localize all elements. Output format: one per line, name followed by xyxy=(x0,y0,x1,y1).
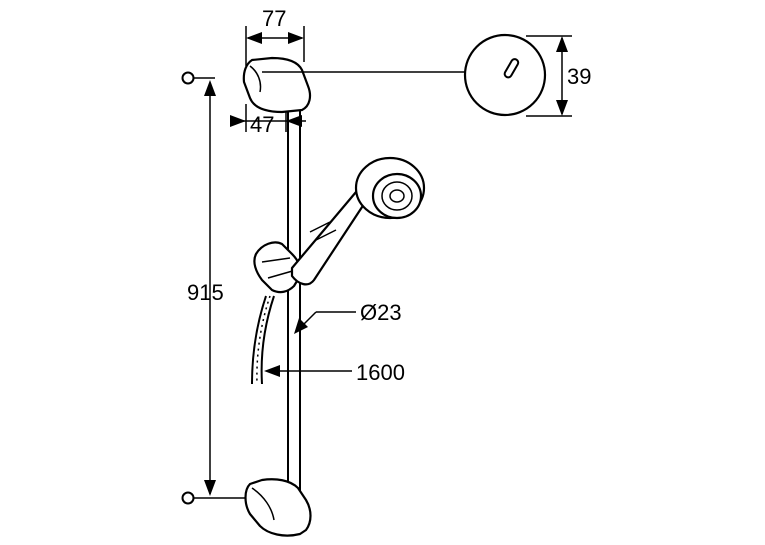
rail-length-dimension xyxy=(204,80,216,496)
hose-length-label: 1600 xyxy=(356,360,405,385)
top-wall-bracket xyxy=(242,56,312,114)
rail-diameter-leader xyxy=(294,311,356,334)
hose-length-leader xyxy=(264,365,352,377)
rail-diameter-label: Ø23 xyxy=(360,300,402,325)
bracket-width-label: 77 xyxy=(262,6,286,31)
wall-anchor-bottom xyxy=(181,491,248,505)
slide-rail xyxy=(287,108,301,495)
end-cap-view xyxy=(463,33,572,117)
offset-dimension xyxy=(230,104,306,132)
wall-anchor-top xyxy=(181,71,215,85)
shower-hose xyxy=(251,295,275,385)
hand-shower xyxy=(290,156,426,286)
rail-length-label: 915 xyxy=(187,280,224,305)
cap-diameter-label: 39 xyxy=(567,64,591,89)
bottom-wall-bracket xyxy=(244,478,312,537)
offset-label: 47 xyxy=(250,112,274,137)
bracket-width-dimension xyxy=(245,26,305,66)
